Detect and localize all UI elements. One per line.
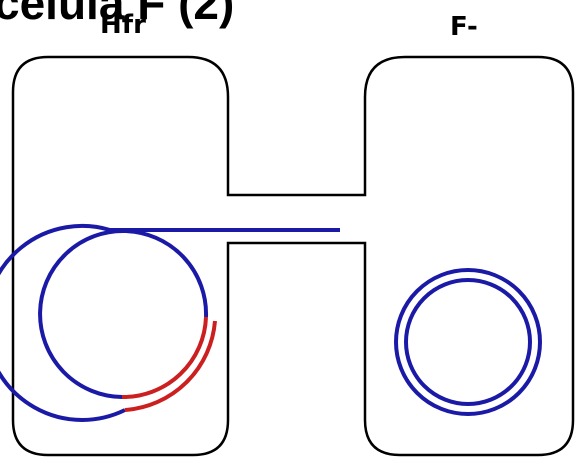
f-minus-outer-circle [396, 270, 540, 414]
hfr-inner-strand-red [122, 317, 206, 397]
f-minus-inner-circle [406, 280, 530, 404]
hfr-outer-strand-blue [0, 226, 340, 420]
cell-outline [13, 57, 573, 455]
